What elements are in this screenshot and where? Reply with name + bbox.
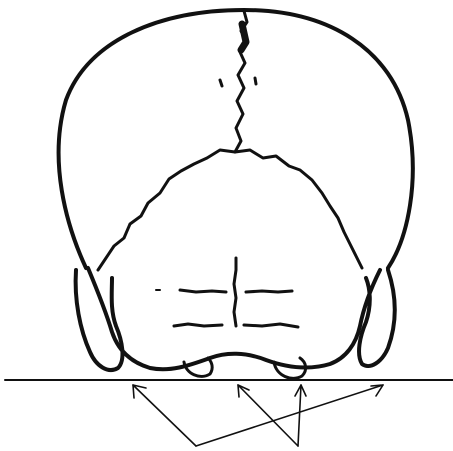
pointer-arrow-1 <box>133 385 196 446</box>
parietal-foramen-left <box>220 80 222 86</box>
cranial-vault-outline <box>59 10 413 268</box>
superior-nuchal-line-left <box>180 290 226 292</box>
left-mastoid-process <box>76 270 123 370</box>
lambdoid-suture-right <box>235 150 362 268</box>
superior-nuchal-line-right <box>246 291 292 292</box>
pointer-arrow-4 <box>298 385 301 446</box>
right-mastoid-process <box>359 270 395 366</box>
occipital-crest <box>234 258 236 326</box>
inferior-nuchal-line-left <box>174 324 222 326</box>
pointer-arrows <box>133 385 383 446</box>
lambdoid-suture <box>98 150 235 270</box>
parietal-foramen-right <box>255 78 256 84</box>
sagittal-suture-thickening <box>241 24 246 50</box>
inferior-nuchal-line-right <box>244 324 298 327</box>
